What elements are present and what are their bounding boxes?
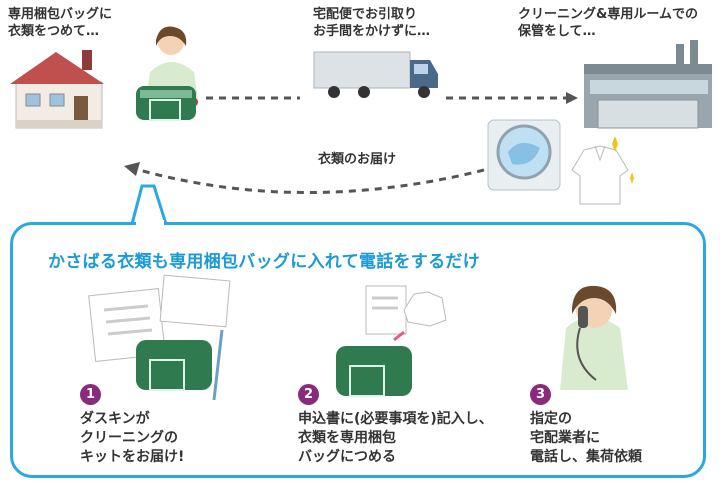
step-2-line-2: 衣類を専用梱包 xyxy=(298,430,396,446)
washing-machine-icon xyxy=(487,119,561,191)
step-3-badge: 3 xyxy=(530,384,551,405)
facility-caption-line-2: 保管をして… xyxy=(518,24,596,39)
step-2-badge: 2 xyxy=(298,384,319,405)
house-icon xyxy=(10,50,104,129)
home-caption-line-1: 専用梱包バッグに xyxy=(8,7,113,22)
form-and-shirt-icon xyxy=(365,285,447,342)
step-2-text: 申込書に(必要事項を)記入し、 衣類を専用梱包 バッグにつめる xyxy=(298,410,493,467)
step-3-line-2: 宅配業者に xyxy=(530,430,600,446)
facility-caption: クリーニング&専用ルームでの 保管をして… xyxy=(518,6,698,40)
panel-headline: かさばる衣類も専用梱包バッグに入れて電話をするだけ xyxy=(48,252,480,272)
woman-on-phone-icon xyxy=(560,285,628,390)
steps-illustration xyxy=(88,274,628,401)
step-1-line-1: ダスキンが xyxy=(80,411,150,427)
shirt-icon xyxy=(571,136,634,205)
truck-caption-line-2: お手間をかけずに… xyxy=(313,24,431,39)
facility-caption-line-1: クリーニング&専用ルームでの xyxy=(518,7,698,22)
packed-bag-icon xyxy=(336,346,412,397)
step-1-line-2: クリーニングの xyxy=(80,430,178,446)
flow-illustration xyxy=(10,26,712,226)
return-label: 衣類のお届け xyxy=(318,152,397,167)
step-1-text: ダスキンが クリーニングの キットをお届け! xyxy=(80,410,184,467)
home-caption-line-2: 衣類をつめて… xyxy=(8,24,100,39)
truck-icon xyxy=(313,51,438,98)
step-2-line-3: バッグにつめる xyxy=(298,449,396,465)
truck-caption: 宅配便でお引取り お手間をかけずに… xyxy=(313,6,430,40)
step-3-text: 指定の 宅配業者に 電話し、集荷依頼 xyxy=(530,410,642,467)
step-3-line-1: 指定の xyxy=(530,411,572,427)
return-arrow xyxy=(131,166,485,194)
home-caption: 専用梱包バッグに 衣類をつめて… xyxy=(8,6,112,40)
step-2-line-1: 申込書に(必要事項を)記入し、 xyxy=(298,411,493,427)
step-3-line-3: 電話し、集荷依頼 xyxy=(530,449,642,465)
step-1-badge: 1 xyxy=(80,384,101,405)
kit-bag-icon xyxy=(136,329,224,401)
cleaning-facility-icon xyxy=(584,40,712,129)
step-1-line-3: キットをお届け! xyxy=(80,449,185,465)
truck-caption-line-1: 宅配便でお引取り xyxy=(313,7,418,22)
packing-bag-icon xyxy=(136,86,196,121)
